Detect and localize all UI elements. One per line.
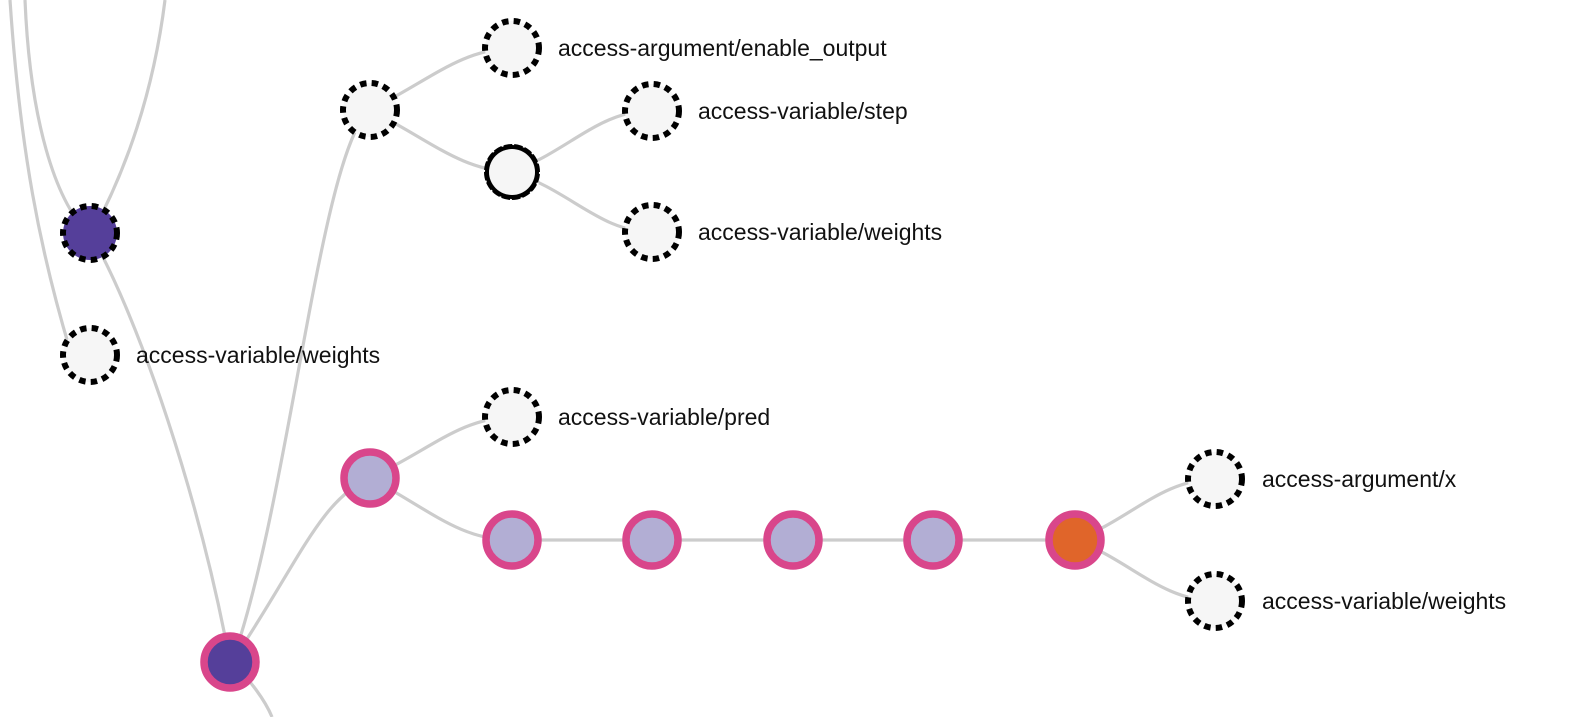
- leaf-label-weights-upper: access-variable/weights: [698, 219, 942, 245]
- leaf-node-weights-lower[interactable]: [1185, 571, 1245, 631]
- chain-node[interactable]: [903, 510, 963, 570]
- edge: [88, 232, 232, 663]
- leaf-node-weights-upper[interactable]: [622, 202, 682, 262]
- root-node[interactable]: [60, 203, 120, 263]
- edge: [8, 0, 72, 351]
- leaf-label-step: access-variable/step: [698, 98, 908, 124]
- chain-node[interactable]: [763, 510, 823, 570]
- leaf-label-weights-left: access-variable/weights: [136, 342, 380, 368]
- leaf-label-pred: access-variable/pred: [558, 404, 770, 430]
- branch-node-mid[interactable]: [483, 143, 541, 201]
- edge: [230, 108, 372, 663]
- chain-node[interactable]: [622, 510, 682, 570]
- hub-node-lower[interactable]: [200, 632, 260, 692]
- leaf-label-arg-x: access-argument/x: [1262, 466, 1457, 492]
- branch-node-pink[interactable]: [340, 448, 400, 508]
- leaf-node-enable-output[interactable]: [482, 18, 542, 78]
- leaf-label-weights-lower: access-variable/weights: [1262, 588, 1506, 614]
- tree-nodes: access-variable/weights access-argument/…: [60, 18, 1506, 692]
- leaf-node-pred[interactable]: [482, 387, 542, 447]
- edge: [230, 476, 371, 663]
- leaf-node-arg-x[interactable]: [1185, 449, 1245, 509]
- edge: [90, 0, 167, 234]
- chain-node[interactable]: [482, 510, 542, 570]
- leaf-label-enable-output: access-argument/enable_output: [558, 35, 887, 61]
- leaf-node-step[interactable]: [622, 81, 682, 141]
- chain-node-orange[interactable]: [1045, 510, 1105, 570]
- leaf-node-weights-left[interactable]: [60, 325, 120, 385]
- branch-node-upper[interactable]: [340, 80, 400, 140]
